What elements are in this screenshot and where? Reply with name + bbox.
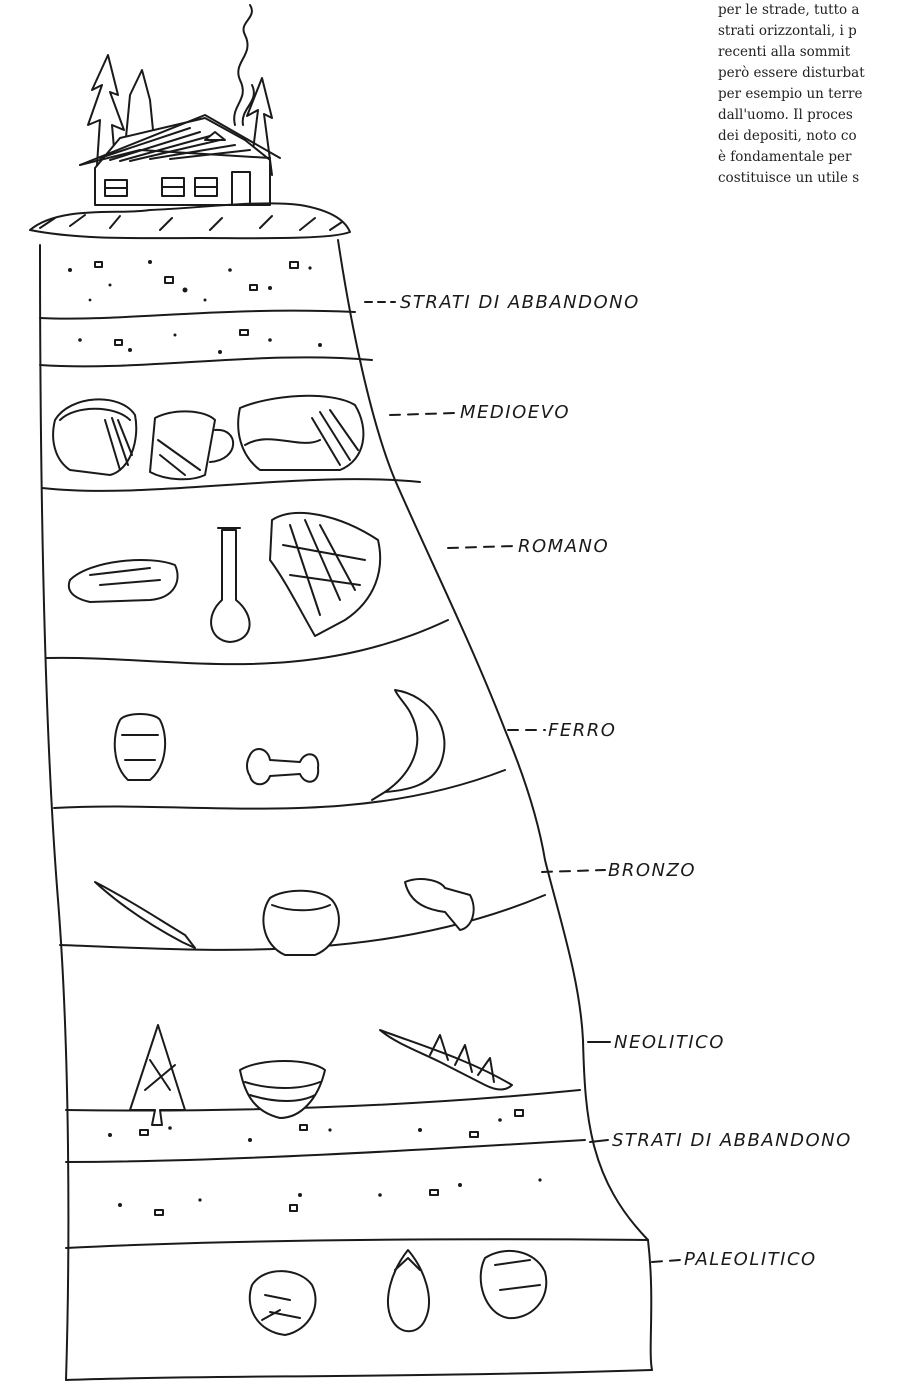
arrowhead-icon bbox=[130, 1025, 185, 1125]
layer-label-text: STRATI DI ABBANDONO bbox=[612, 1130, 852, 1151]
layer-label-text: FERRO bbox=[548, 720, 616, 741]
sickle-icon bbox=[372, 690, 444, 800]
layer-label-bronzo: BRONZO bbox=[542, 860, 696, 881]
cup-icon bbox=[150, 411, 233, 479]
bone-icon bbox=[247, 749, 318, 784]
layer-label-text: ROMANO bbox=[518, 536, 609, 557]
dish-icon bbox=[238, 396, 363, 470]
layer-label-neolitico: NEOLITICO bbox=[588, 1032, 725, 1053]
layer-label-text: STRATI DI ABBANDONO bbox=[400, 292, 640, 313]
bronze-axe-icon bbox=[405, 879, 474, 930]
layer-label-strati-bottom: STRATI DI ABBANDONO bbox=[590, 1130, 852, 1151]
iron-jar-icon bbox=[115, 714, 165, 780]
bronze-dagger-icon bbox=[95, 882, 195, 948]
layer-label-paleolitico: PALEOLITICO bbox=[652, 1249, 817, 1270]
oil-lamp-icon bbox=[69, 560, 178, 602]
layer-label-text: NEOLITICO bbox=[614, 1032, 725, 1053]
layer-label-text: PALEOLITICO bbox=[684, 1249, 817, 1270]
bowl-icon bbox=[53, 399, 136, 475]
core-stone-icon bbox=[481, 1251, 547, 1318]
layer-label-text: BRONZO bbox=[608, 860, 696, 881]
layer-label-romano: ROMANO bbox=[448, 536, 609, 557]
layer-label-medioevo: MEDIOEVO bbox=[390, 402, 570, 423]
house-icon bbox=[30, 5, 350, 238]
chopper-stone-icon bbox=[250, 1271, 316, 1335]
layer-label-ferro: FERRO bbox=[508, 720, 616, 741]
harpoon-icon bbox=[380, 1030, 512, 1090]
bronze-pot-icon bbox=[263, 891, 339, 955]
layer-label-text: MEDIOEVO bbox=[460, 402, 570, 423]
layer-label-strati-top: STRATI DI ABBANDONO bbox=[365, 292, 640, 313]
handaxe-icon bbox=[388, 1250, 429, 1331]
mosaic-fragment-icon bbox=[270, 513, 380, 636]
glass-flask-icon bbox=[211, 528, 249, 642]
